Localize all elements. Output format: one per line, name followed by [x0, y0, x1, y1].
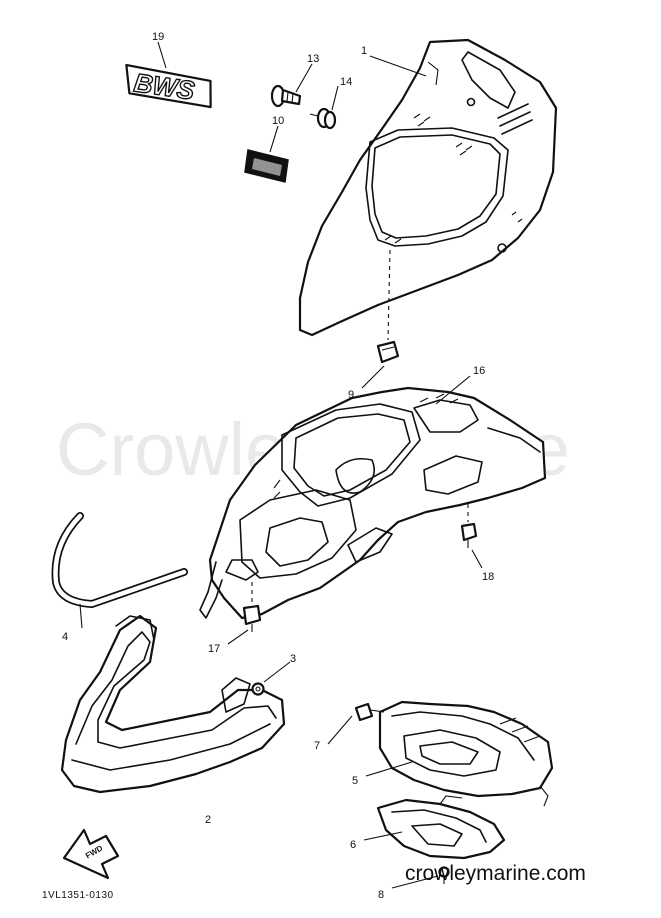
label-3: 3	[290, 653, 296, 665]
label-13: 13	[307, 53, 319, 65]
part-4-strip	[51, 512, 188, 609]
leader-lines	[79, 41, 483, 889]
part-8-screw	[438, 866, 450, 884]
part-17-fastener	[242, 604, 262, 632]
part-10-badge	[244, 149, 289, 183]
part-3-screw	[251, 682, 265, 696]
part-6-stay	[376, 795, 506, 860]
part-16-under-cover	[199, 386, 547, 620]
label-9: 9	[348, 389, 354, 401]
part-13-screw	[270, 84, 302, 108]
label-2: 2	[205, 814, 211, 826]
label-10: 10	[272, 115, 284, 127]
part-14-grommet	[309, 107, 337, 130]
part-1-front-cover	[298, 38, 558, 337]
label-18: 18	[482, 571, 494, 583]
label-7: 7	[314, 740, 320, 752]
part-5-inner-panel	[378, 700, 554, 807]
part-19-emblem: BWS	[125, 63, 212, 109]
part-9-clip	[376, 340, 400, 364]
label-4: 4	[62, 631, 68, 643]
diagram-code: 1VL1351-0130	[42, 890, 114, 901]
label-5: 5	[352, 775, 358, 787]
label-19: 19	[152, 31, 164, 43]
label-6: 6	[350, 839, 356, 851]
part-number-labels: 19 1 13 14 10 9 16 18 17 4 3 7 5 2 6 8	[62, 31, 494, 901]
fwd-arrow-icon: FWD	[62, 828, 120, 880]
part-18-fastener	[460, 522, 478, 548]
part-2-lower-cover	[60, 614, 286, 794]
label-1: 1	[361, 45, 367, 57]
label-8: 8	[378, 889, 384, 901]
part-7-screw	[354, 702, 385, 722]
label-16: 16	[473, 365, 485, 377]
emblem-19-text: BWS	[132, 67, 197, 105]
label-17: 17	[208, 643, 220, 655]
dashline-9	[387, 249, 391, 341]
site-text: crowleymarine.com	[405, 862, 586, 885]
label-14: 14	[340, 76, 352, 88]
